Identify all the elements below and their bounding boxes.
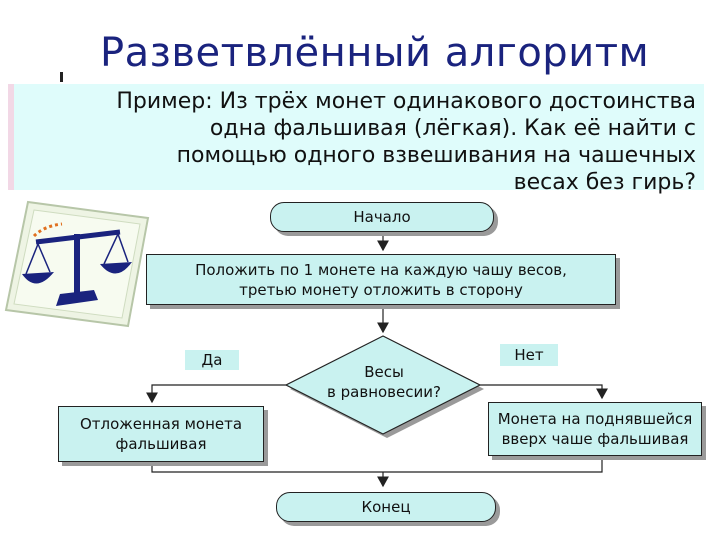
yes-label: Да [185,350,239,370]
yes-result-node: Отложенная монета фальшивая [58,406,264,462]
example-line-3: помощью одного взвешивания на чашечных [176,143,696,168]
decision-text: Весы в равновесии? [310,362,458,402]
yes-result-line-1: Отложенная монета [79,415,243,433]
example-line-2: одна фальшивая (лёгкая). Как её найти с [209,116,696,141]
action-line-2: третью монету отложить в сторону [239,280,523,299]
no-result-line-2: вверх чаше фальшивая [501,430,689,448]
yes-label-text: Да [201,351,223,369]
slide-title: Разветвлённый алгоритм [100,30,650,76]
example-line-1: Пример: Из трёх монет одинакового достои… [116,89,696,114]
no-label-text: Нет [514,346,544,364]
connector-no [480,384,608,400]
no-label: Нет [500,344,558,366]
title-marker [60,72,63,82]
end-label: Конец [361,498,411,516]
yes-result-line-2: фальшивая [115,435,207,453]
action-line-1: Положить по 1 монете на каждую чашу весо… [195,260,567,279]
no-result-node: Монета на поднявшейся вверх чаше фальшив… [488,402,702,456]
end-node: Конец [276,492,496,522]
start-node: Начало [270,202,494,232]
example-line-4: весах без гирь? [513,170,696,195]
action-node: Положить по 1 монете на каждую чашу весо… [146,254,616,305]
decision-line-1: Весы [364,363,404,381]
example-box: Пример: Из трёх монет одинакового достои… [14,84,704,195]
connector-yes [146,384,286,404]
decision-diamond [284,335,482,435]
example-text: Пример: Из трёх монет одинакового достои… [54,88,696,196]
start-label: Начало [353,208,411,226]
decision-line-2: в равновесии? [327,383,441,401]
connector-yes-merge [151,462,383,473]
connector-no-merge [383,456,603,473]
no-result-line-1: Монета на поднявшейся [497,410,693,428]
scales-icon [4,200,150,328]
